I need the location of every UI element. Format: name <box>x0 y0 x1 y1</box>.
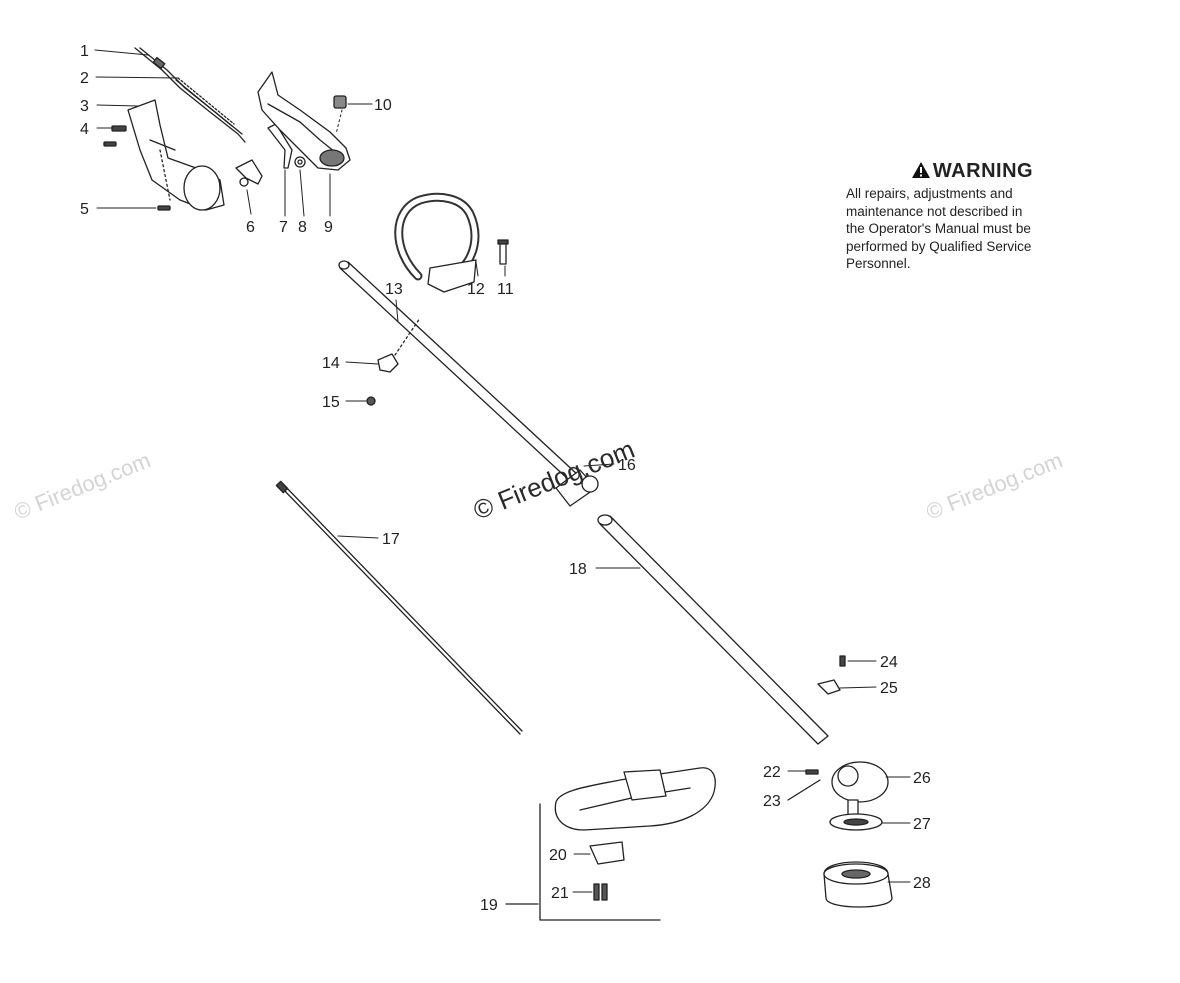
part-18-lower-shaft <box>597 514 829 745</box>
callout-16: 16 <box>618 457 636 474</box>
callout-9: 9 <box>324 219 333 236</box>
part-15-knob <box>366 396 376 406</box>
part-25-clip <box>817 679 841 695</box>
part-9-handle <box>257 71 351 171</box>
part-13-upper-shaft <box>338 260 593 495</box>
warning-triangle-icon <box>911 162 930 178</box>
callout-10: 10 <box>374 97 392 114</box>
callout-19: 19 <box>480 897 498 914</box>
callout-3: 3 <box>80 98 89 115</box>
callout-6: 6 <box>246 219 255 236</box>
callout-18: 18 <box>569 561 587 578</box>
part-16-coupler <box>555 469 599 507</box>
svg-text:© Firedog.com: © Firedog.com <box>923 447 1066 524</box>
warning-body-text: All repairs, adjustments and maintenance… <box>846 186 1032 271</box>
part-22-screw <box>805 769 819 775</box>
part-10-nut <box>333 95 347 109</box>
callout-14: 14 <box>322 355 340 372</box>
callout-26: 26 <box>913 770 931 787</box>
callout-28: 28 <box>913 875 931 892</box>
callout-13: 13 <box>385 281 403 298</box>
part-28-trimmer-head <box>823 861 893 908</box>
part-12-loop-handle <box>394 192 480 293</box>
part-26-gear-head <box>831 761 889 817</box>
part-8-spring <box>294 156 306 168</box>
part-11-bolt <box>497 239 509 265</box>
callout-25: 25 <box>880 680 898 697</box>
leader-lines <box>94 49 911 893</box>
callout-7: 7 <box>279 219 288 236</box>
callout-12: 12 <box>467 281 485 298</box>
part-4-screw <box>103 125 127 147</box>
callout-11: 11 <box>497 281 514 298</box>
watermark-faint-right: © Firedog.com <box>923 447 1066 524</box>
warning-notice: WARNING All repairs, adjustments and mai… <box>846 160 1086 273</box>
part-27-washer <box>829 813 883 831</box>
part-24-pin <box>839 655 846 667</box>
callout-24: 24 <box>880 654 898 671</box>
part-19-shield-assembly <box>505 767 716 921</box>
callout-4: 4 <box>80 121 89 138</box>
callout-23: 23 <box>763 793 781 810</box>
svg-text:© Firedog.com: © Firedog.com <box>469 434 639 526</box>
callout-15: 15 <box>322 394 340 411</box>
warning-title-text: WARNING <box>932 160 1034 182</box>
callout-8: 8 <box>298 219 307 236</box>
part-21-screws <box>593 883 608 901</box>
part-23-screw <box>787 779 821 801</box>
callout-17: 17 <box>382 531 400 548</box>
part-5-screw <box>157 149 171 211</box>
callout-20: 20 <box>549 847 567 864</box>
part-6-trigger <box>235 159 263 187</box>
callout-21: 21 <box>551 885 569 902</box>
part-20-line-cutter <box>589 841 625 865</box>
callout-labels: 1 2 3 4 5 6 7 8 9 10 11 12 13 14 15 16 1… <box>80 43 931 914</box>
part-2-cable-spring <box>175 77 235 127</box>
part-14-clamp <box>377 317 421 373</box>
callout-1: 1 <box>80 43 89 60</box>
callout-22: 22 <box>763 764 781 781</box>
part-3-throttle-housing <box>127 99 225 211</box>
part-17-drive-shaft <box>275 480 523 735</box>
callout-5: 5 <box>80 201 89 218</box>
watermark-main: © Firedog.com <box>469 434 639 526</box>
callout-2: 2 <box>80 70 89 87</box>
watermark-faint-left: © Firedog.com <box>11 447 154 524</box>
callout-27: 27 <box>913 816 931 833</box>
svg-text:© Firedog.com: © Firedog.com <box>11 447 154 524</box>
warning-title: WARNING <box>846 160 1086 183</box>
